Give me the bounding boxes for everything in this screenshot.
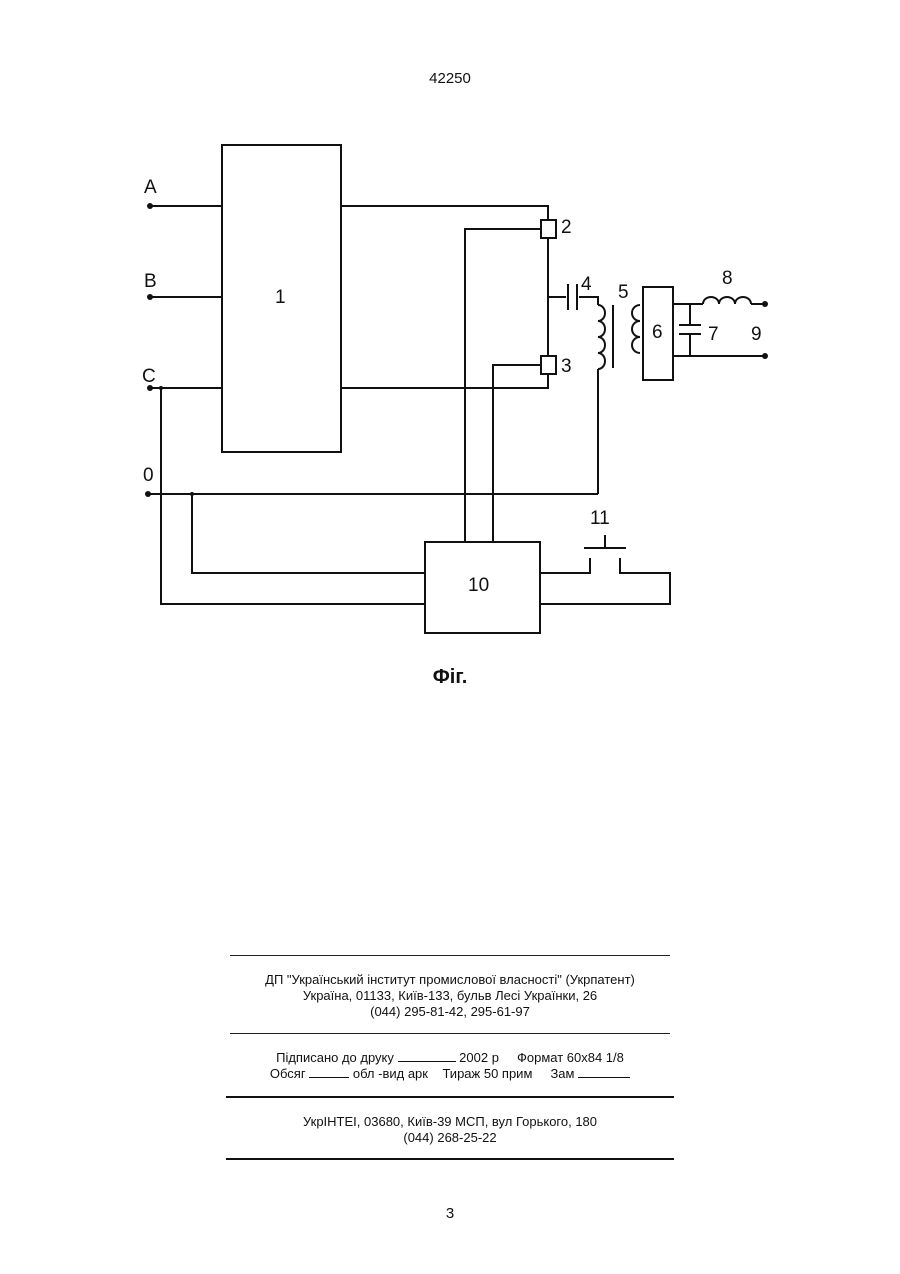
publisher-block: ДП "Український інститут промислової вла…	[226, 972, 674, 1020]
button-11-right	[540, 558, 670, 604]
imprint-rule-3	[226, 1096, 674, 1098]
terminal-a-label: A	[144, 177, 157, 198]
circuit-diagram: A B C 0 1 2 3 4 5 6 7 8 9 10 11	[0, 0, 900, 700]
switch-2-label: 2	[561, 217, 572, 238]
printer-address: УкрІНТЕІ, 03680, Київ-39 МСП, вул Горько…	[226, 1114, 674, 1130]
order-label: Зам	[550, 1066, 574, 1081]
sheets-label: обл -вид арк	[353, 1066, 428, 1081]
primary-winding	[598, 305, 605, 369]
output-9-label: 9	[751, 324, 762, 345]
signed-label: Підписано до друку	[276, 1050, 394, 1065]
control-wire-2	[465, 229, 541, 542]
terminal-b-label: B	[144, 271, 157, 292]
volume-label: Обсяг	[270, 1066, 306, 1081]
imprint-rule-2	[230, 1033, 670, 1034]
terminal-zero-label: 0	[143, 465, 154, 486]
capacitor-4-label: 4	[581, 274, 592, 295]
button-11-left	[540, 558, 590, 573]
order-blank	[578, 1066, 630, 1078]
publisher-phone: (044) 295-81-42, 295-61-97	[226, 1004, 674, 1020]
page-number: 3	[0, 1205, 900, 1222]
wire-zero-to-10	[192, 494, 425, 573]
inductor-8-label: 8	[722, 268, 733, 289]
inductor-8	[703, 297, 751, 304]
print-line-2: Обсяг обл -вид арк Тираж 50 прим Зам	[226, 1066, 674, 1082]
switch-3	[541, 356, 556, 374]
wire-c-to-10	[161, 388, 425, 604]
terminal-c-label: C	[142, 366, 156, 387]
winding-5-label: 5	[618, 282, 629, 303]
printer-block: УкрІНТЕІ, 03680, Київ-39 МСП, вул Горько…	[226, 1114, 674, 1146]
block-1-label: 1	[275, 287, 286, 308]
block-10-label: 10	[468, 575, 489, 596]
capacitor-7-label: 7	[708, 324, 719, 345]
control-wire-3	[493, 365, 541, 542]
wire-1-2	[341, 206, 548, 220]
circulation: Тираж 50 прим	[442, 1066, 532, 1081]
wire-1-3	[341, 374, 548, 388]
print-year: 2002 р	[459, 1050, 499, 1065]
imprint-rule-1	[230, 955, 670, 956]
button-11-label: 11	[590, 508, 610, 529]
publisher-address: Україна, 01133, Київ-133, бульв Лесі Укр…	[226, 988, 674, 1004]
block-6-label: 6	[652, 322, 663, 343]
switch-3-label: 3	[561, 356, 572, 377]
figure-caption: Фіг.	[0, 666, 900, 689]
printer-phone: (044) 268-25-22	[226, 1130, 674, 1146]
switch-2	[541, 220, 556, 238]
secondary-winding-5	[632, 305, 640, 353]
volume-blank	[309, 1066, 349, 1078]
print-format: Формат 60х84 1/8	[517, 1050, 624, 1065]
imprint-rule-4	[226, 1158, 674, 1160]
print-line-1: Підписано до друку 2002 р Формат 60х84 1…	[226, 1050, 674, 1066]
signed-date-blank	[398, 1050, 456, 1062]
print-details-block: Підписано до друку 2002 р Формат 60х84 1…	[226, 1050, 674, 1082]
publisher-name: ДП "Український інститут промислової вла…	[226, 972, 674, 988]
